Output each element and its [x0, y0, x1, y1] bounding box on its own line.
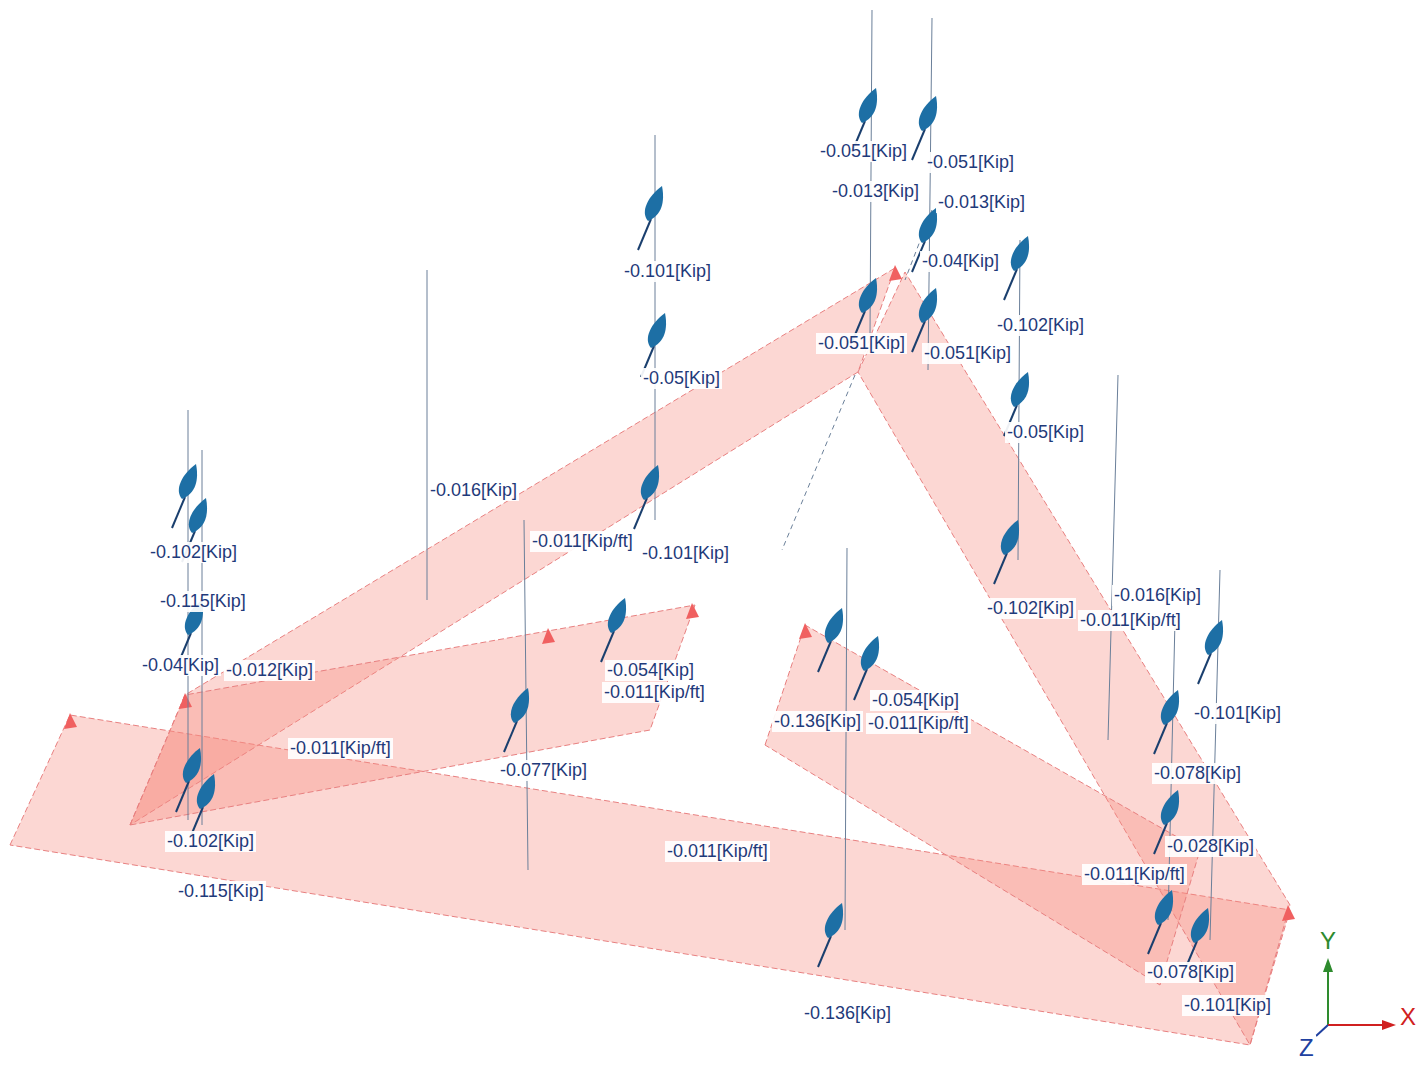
- axis-triad: [1316, 958, 1396, 1036]
- load-value: -0.011[Kip/ft]: [665, 841, 770, 862]
- load-value: -0.013[Kip]: [830, 181, 921, 202]
- load-value: -0.016[Kip]: [428, 480, 519, 501]
- load-value: -0.028[Kip]: [1165, 836, 1256, 857]
- load-value: -0.011[Kip/ft]: [1082, 864, 1187, 885]
- point-load-arrows: [172, 88, 1223, 972]
- load-value: -0.011[Kip/ft]: [602, 682, 707, 703]
- red-arrowheads: [64, 265, 1295, 921]
- load-value: -0.011[Kip/ft]: [288, 738, 393, 759]
- load-value: -0.078[Kip]: [1145, 962, 1236, 983]
- load-value: -0.102[Kip]: [165, 831, 256, 852]
- load-value: -0.016[Kip]: [1112, 585, 1203, 606]
- axis-label: Y: [1318, 928, 1338, 954]
- load-value: -0.054[Kip]: [870, 690, 961, 711]
- member-lines: [188, 10, 1220, 940]
- load-value: -0.051[Kip]: [925, 152, 1016, 173]
- axis-label: Z: [1297, 1035, 1316, 1061]
- axis-label: X: [1398, 1004, 1418, 1030]
- load-value: -0.04[Kip]: [920, 251, 1001, 272]
- load-value: -0.136[Kip]: [772, 711, 863, 732]
- load-value: -0.101[Kip]: [640, 543, 731, 564]
- load-value: -0.078[Kip]: [1152, 763, 1243, 784]
- load-value: -0.115[Kip]: [176, 881, 266, 902]
- load-value: -0.101[Kip]: [1192, 703, 1283, 724]
- load-value: -0.011[Kip/ft]: [530, 531, 635, 552]
- load-value: -0.101[Kip]: [1182, 995, 1273, 1016]
- load-value: -0.051[Kip]: [922, 343, 1013, 364]
- load-value: -0.054[Kip]: [605, 660, 696, 681]
- load-value: -0.102[Kip]: [148, 542, 239, 563]
- load-value: -0.051[Kip]: [818, 141, 909, 162]
- load-value: -0.101[Kip]: [622, 261, 713, 282]
- load-value: -0.115[Kip]: [158, 591, 248, 612]
- load-value: -0.013[Kip]: [936, 192, 1027, 213]
- load-value: -0.102[Kip]: [985, 598, 1076, 619]
- load-value: -0.04[Kip]: [140, 655, 221, 676]
- load-value: -0.136[Kip]: [802, 1003, 893, 1024]
- load-value: -0.011[Kip/ft]: [866, 713, 971, 734]
- load-value: -0.011[Kip/ft]: [1078, 610, 1183, 631]
- load-value: -0.05[Kip]: [1005, 422, 1086, 443]
- load-value: -0.077[Kip]: [498, 760, 589, 781]
- load-value: -0.102[Kip]: [995, 315, 1086, 336]
- load-value: -0.051[Kip]: [816, 333, 907, 354]
- load-value: -0.05[Kip]: [641, 368, 722, 389]
- load-value: -0.012[Kip]: [224, 660, 315, 681]
- load-bands: [10, 268, 1290, 1045]
